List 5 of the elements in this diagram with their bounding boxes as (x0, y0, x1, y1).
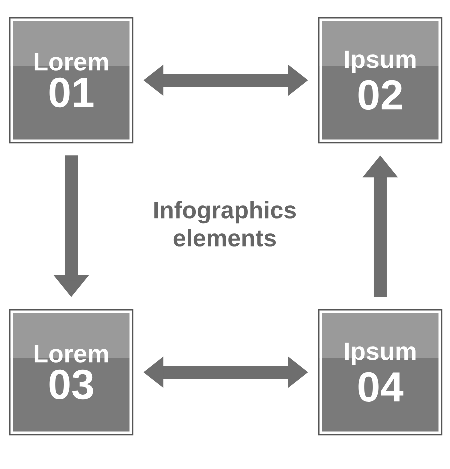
tile: Lorem 01 (9, 17, 134, 144)
title: Infographics elements (154, 201, 296, 247)
tile: Ipsum 04 (318, 309, 443, 436)
tile: Ipsum 02 (318, 17, 443, 144)
tile: Lorem 03 (9, 309, 134, 436)
